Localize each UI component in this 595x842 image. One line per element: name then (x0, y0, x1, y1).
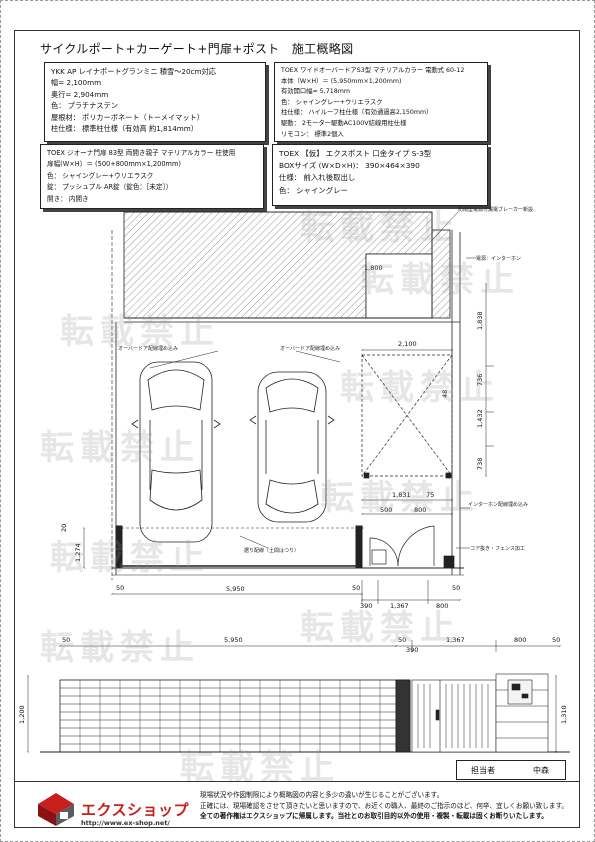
house-footprint (123, 211, 460, 323)
elev-dim-50-right: 50 (552, 636, 560, 644)
staff-box: 担当者 中森 (456, 760, 566, 780)
note-intercom-buried: インターホン配線埋め込み (468, 501, 528, 508)
spec-line: 扉幅(W×H）＝ (500+800mm×1,200mm) (47, 160, 181, 169)
elevation-dimension-lines (26, 640, 562, 754)
note-buried-left: オーバードア配線埋め込み (118, 345, 178, 352)
dim-1831: 1,831 (392, 491, 411, 499)
dim-500: 500 (380, 506, 392, 514)
dim-800b: 800 (436, 602, 448, 610)
dim-1432: 1,432 (476, 409, 484, 428)
note-buried-right: オーバードア配線埋め込み (280, 345, 340, 352)
brand-url: http://www.ex-shop.net/ (81, 819, 170, 827)
dim-50-mid: 50 (352, 584, 360, 592)
notice-line: 全ての著作権はエクスショップに帰属します。当社とのお取引目的以外の使用・複製・転… (200, 812, 548, 820)
elevation-door (411, 679, 497, 753)
spec-line: 仕様： 前入れ後取出し (279, 173, 356, 183)
elev-dim-5950: 5,950 (224, 636, 243, 644)
staff-label: 担当者 (471, 766, 495, 775)
plan-dimension-lines (82, 282, 494, 604)
spec-line: 本体（W×H）＝ (5,950mm×1,200mm) (281, 77, 402, 85)
dim-50-left: 50 (116, 584, 124, 592)
notice-line: 現場状況や作図制限により概略図の内容と多少の違いが生じることがございます。 (200, 791, 444, 799)
footer-notice: 現場状況や作図制限により概略図の内容と多少の違いが生じることがございます。 正確… (200, 790, 568, 822)
spec-line: 柱仕様： 標準柱仕様（有効高 約1,814mm） (51, 124, 198, 134)
spec-line: 色： シャイングレー+ウリエラスク (281, 98, 383, 106)
dim-736: 736 (476, 374, 484, 386)
spec-line: 幅= 2,100mm (51, 78, 102, 88)
dim-48: 48 (441, 390, 449, 398)
elev-dim-50-left: 50 (62, 636, 70, 644)
brand-logo: エクスショップ http://www.ex-shop.net/ (36, 790, 190, 828)
note-power: 電源：インターホン (476, 255, 521, 262)
elev-dim-50-mid: 50 (398, 636, 406, 644)
footer: エクスショップ http://www.ex-shop.net/ 現場状況や作図制… (14, 781, 580, 829)
spec-line: 色： シャイングレー (279, 185, 348, 195)
dim-1367: 1,367 (390, 602, 409, 610)
gate-plan (115, 525, 363, 569)
house-logo-icon (38, 793, 74, 826)
spec-line: 屋根材： ポリカーボネート（トーメイマット） (51, 112, 204, 122)
dim-2100: 2,100 (398, 340, 417, 348)
dim-1274: 1,274 (74, 543, 82, 562)
annotation-leaders (149, 211, 476, 549)
drawing-frame (14, 30, 580, 828)
dim-20: 20 (60, 524, 68, 532)
elevation-post-wall (495, 673, 549, 753)
spec-line: TOEX ワイドオーバードアS3型 マテリアルカラー 電動式 60-12 (281, 67, 465, 74)
dim-50-right: 50 (452, 584, 460, 592)
note-base: 据り配線（土間はつり） (244, 547, 299, 554)
spec-line: 色： シャイングレー+ウリエラスク (47, 171, 154, 180)
spec-gate: TOEX ワイドオーバードアS3型 マテリアルカラー 電動式 60-12 本体（… (274, 62, 488, 142)
spec-line: BOXサイズ (W×D×H)： 390×464×390 (279, 161, 420, 171)
note-breaker: 防雨型電源付漏電ブレーカー新設 (458, 206, 533, 213)
note-fence: コア抜き・フェンス加工 (470, 545, 525, 552)
spec-line: 錠： プッシュプル AR錠（錠色：［未定］） (47, 183, 173, 192)
dim-1838: 1,838 (476, 311, 484, 330)
spec-carport: YKK AP レイナポートグランミニ 積雪～20cm対応 幅= 2,100mm … (44, 62, 266, 142)
spec-line: TOEX ジオーナ門扉 83型 両開き親子 マテリアルカラー 柱使用 (47, 149, 236, 157)
spec-line: 駆動： 2モーター駆動AC100V結線用柱仕様 (281, 119, 407, 127)
elev-dim-800: 800 (514, 636, 526, 644)
spec-door: TOEX ジオーナ門扉 83型 両開き親子 マテリアルカラー 柱使用 扉幅(W×… (40, 144, 264, 209)
dim-738: 738 (476, 458, 484, 470)
dim-1800: 1,800 (364, 264, 383, 272)
elev-dim-1367: 1,367 (446, 636, 465, 644)
spec-line: 色： プラチナステン (51, 101, 118, 111)
spec-line: TOEX 【仮】 エクスポスト 口金タイプ S-3型 (279, 149, 432, 158)
car-right (249, 371, 335, 523)
dim-75: 75 (426, 491, 434, 499)
spec-line: YKK AP レイナポートグランミニ 積雪～20cm対応 (51, 67, 216, 76)
spec-post: TOEX 【仮】 エクスポスト 口金タイプ S-3型 BOXサイズ (W×D×H… (272, 144, 488, 206)
elev-dim-390: 390 (406, 646, 418, 654)
elev-height-1200: 1,200 (18, 705, 26, 724)
spec-line: 有効開口幅= 5,718mm (281, 88, 351, 96)
carport-outline (361, 354, 453, 479)
spec-line: リモコン： 標準2個入 (281, 130, 344, 138)
car-left (131, 361, 221, 543)
spec-line: 柱仕様： ハイルーフ柱仕様（有効通過高2,150mm） (281, 109, 433, 117)
elev-height-1310: 1,310 (560, 705, 568, 724)
door-plan (369, 525, 455, 569)
spec-line: 開き： 内開き (47, 194, 89, 203)
dim-5950: 5,950 (226, 585, 245, 593)
notice-line: 正確には、現場確認をさせて頂きたいと思いますので、お近くの職人、最終のご指示のほ… (200, 801, 568, 810)
dim-390: 390 (360, 602, 372, 610)
staff-name: 中森 (533, 766, 549, 775)
brand-name: エクスショップ (81, 801, 190, 819)
dim-800: 800 (414, 506, 426, 514)
site-boundary (111, 230, 464, 580)
spec-line: 奥行= 2,904mm (51, 89, 109, 99)
drawing-title: サイクルポート+カーゲート+門扉+ポスト 施工概略図 (40, 42, 354, 56)
